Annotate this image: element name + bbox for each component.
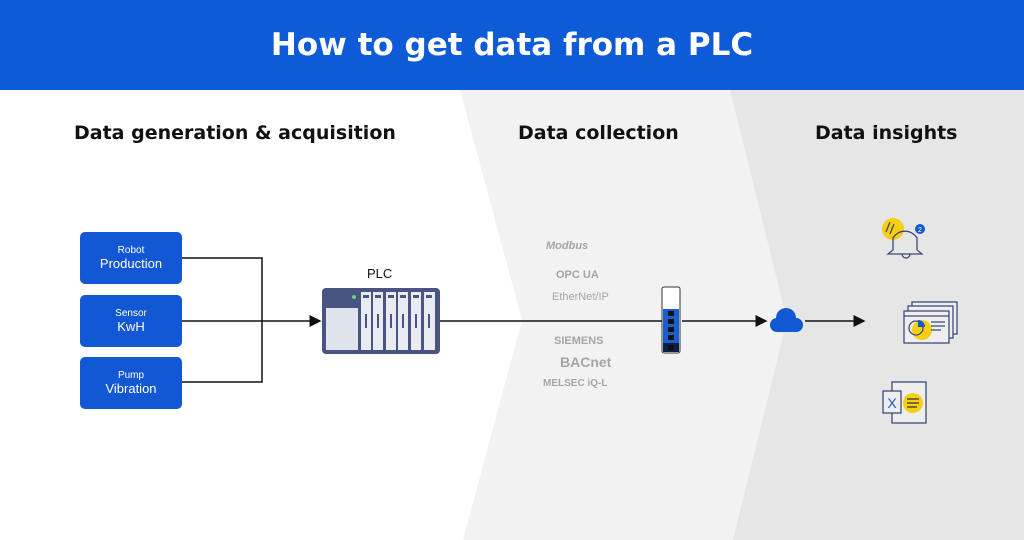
protocol-modbus: Modbus [546, 240, 589, 252]
excel-report-icon [882, 381, 927, 424]
protocol-siemens: SIEMENS [554, 335, 604, 347]
source-value: Vibration [105, 381, 157, 396]
gateway-device-icon [661, 286, 681, 354]
section-title-generation: Data generation & acquisition [74, 122, 396, 144]
source-label: Sensor [115, 308, 147, 319]
insights-band [730, 90, 1024, 540]
source-value: Production [99, 256, 163, 271]
connector-lines [182, 257, 866, 383]
bell-notification-icon [882, 218, 925, 259]
source-value: KwH [117, 319, 145, 334]
dashboard-report-icon [903, 301, 958, 344]
protocol-melsec: MELSEC iQ-L [543, 378, 608, 389]
stage-background [460, 90, 1024, 540]
source-label: Pump [117, 370, 145, 381]
cloud-icon [770, 308, 803, 332]
plc-label: PLC [367, 266, 393, 281]
protocol-ethernetip: EtherNet/IP [552, 291, 609, 303]
page-title: How to get data from a PLC [0, 0, 1024, 90]
notification-badge: 2 [918, 227, 922, 234]
protocol-opcua: OPC UA [556, 269, 599, 281]
protocol-bacnet: BACnet [560, 354, 612, 370]
plc-icon [322, 288, 440, 354]
section-title-collection: Data collection [518, 122, 679, 144]
excel-letter: X [887, 395, 897, 411]
source-label: Robot [117, 245, 145, 256]
section-title-insights: Data insights [815, 122, 958, 144]
